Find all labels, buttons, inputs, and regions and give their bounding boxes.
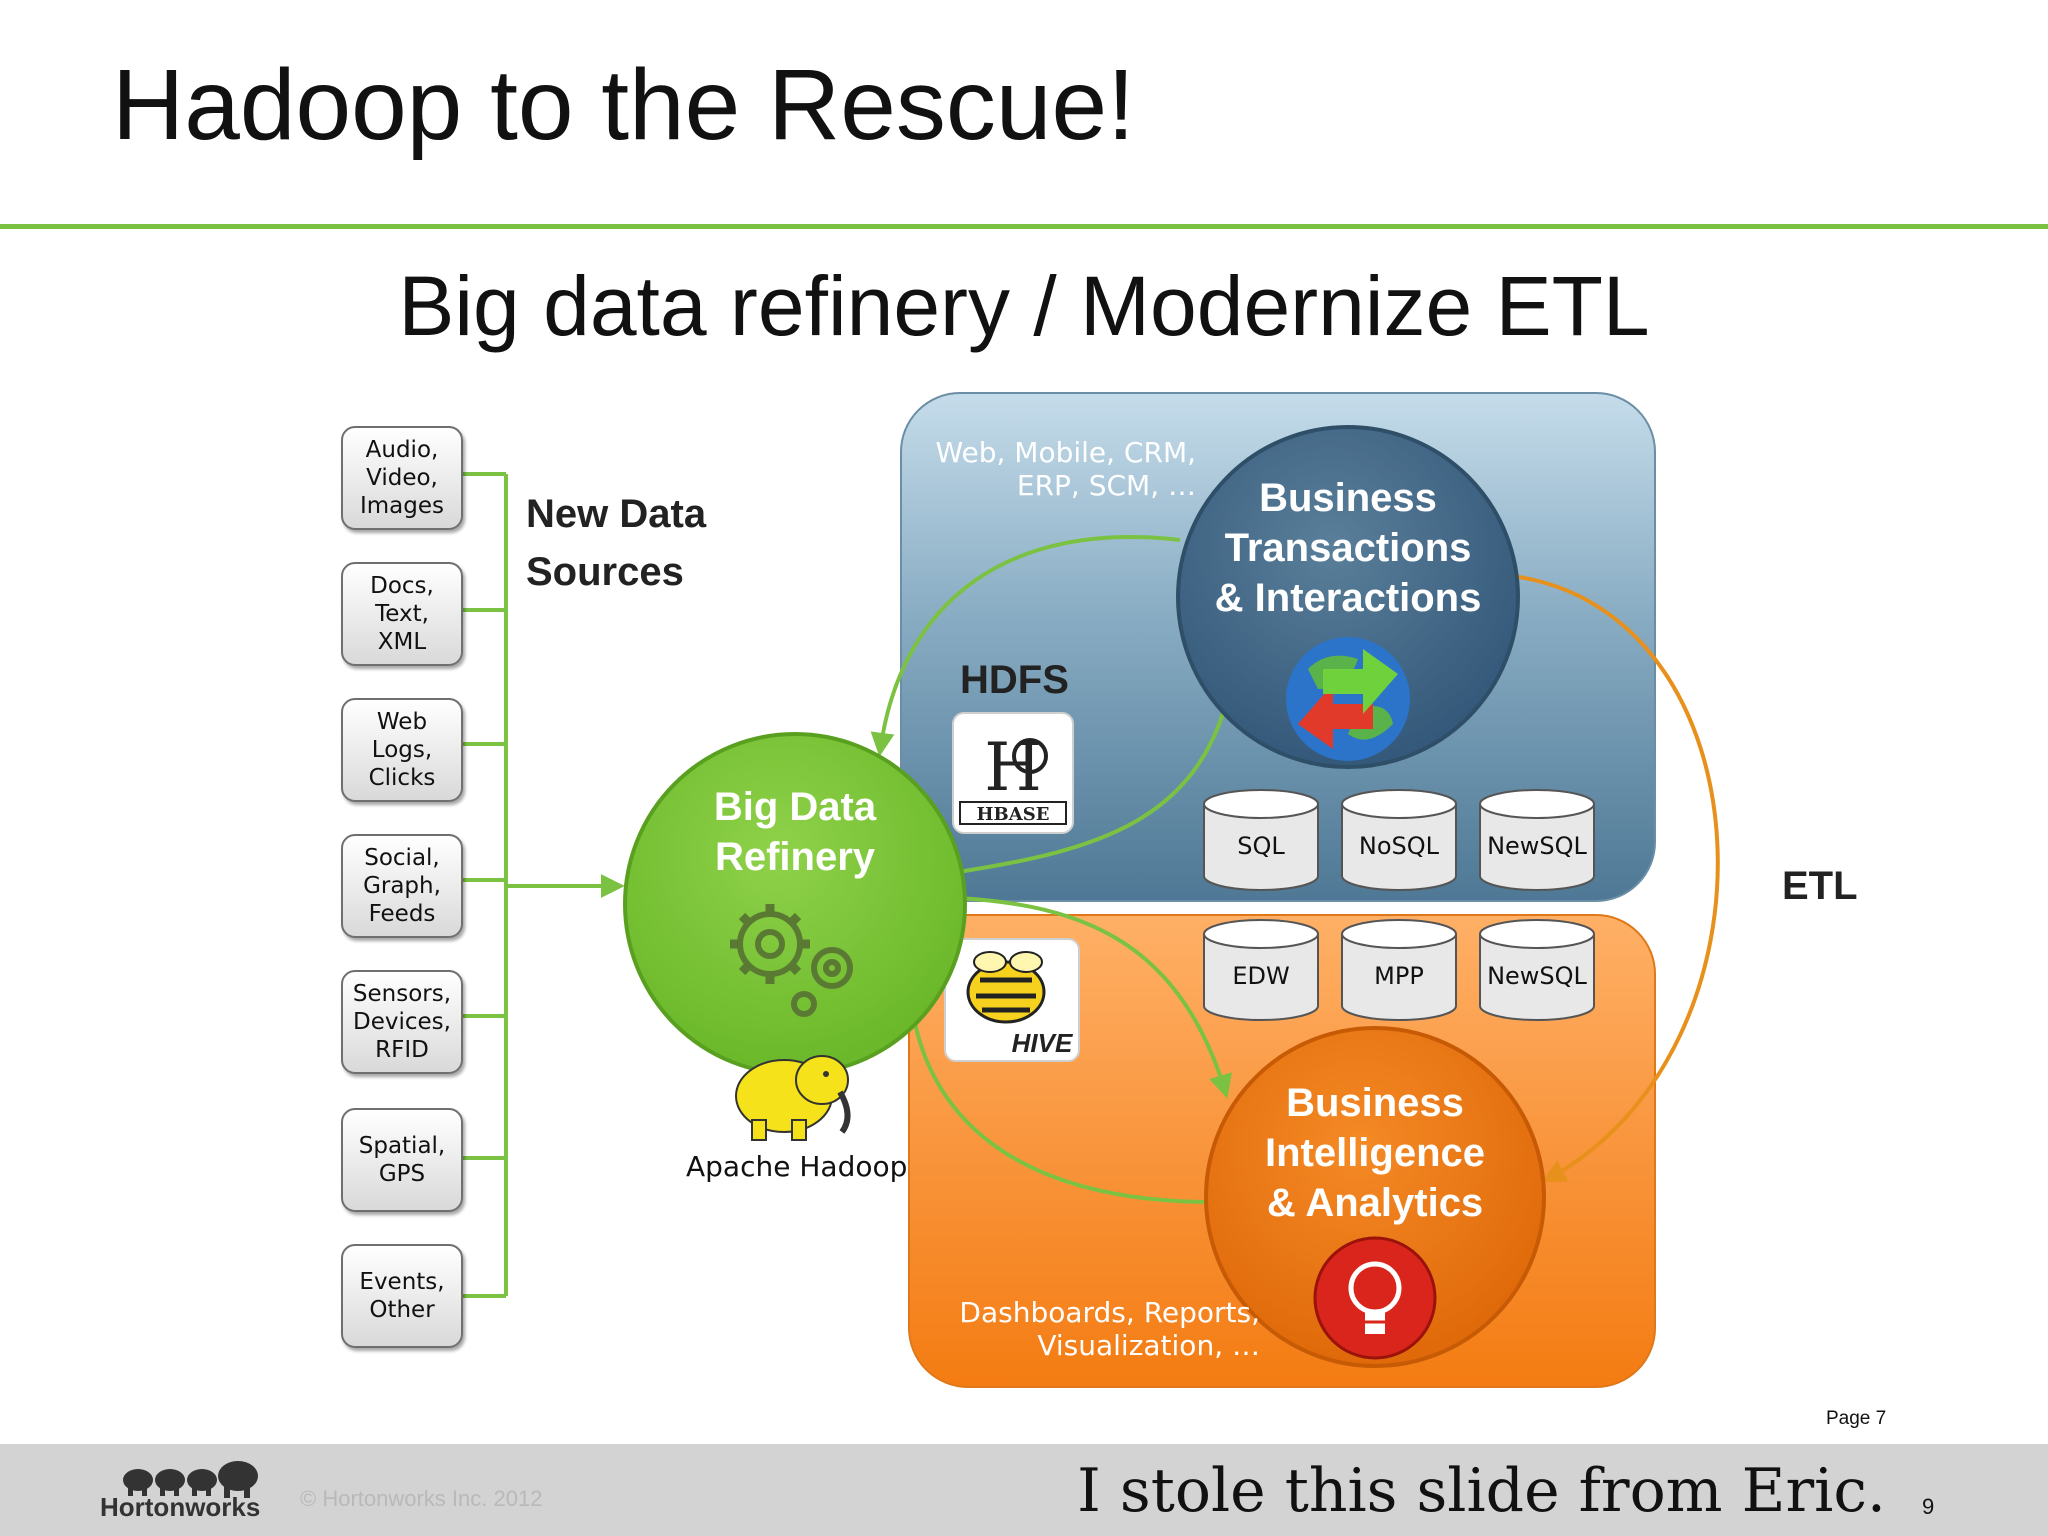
db-mpp: MPP	[1340, 918, 1458, 1022]
hbase-logo-text: HBASE	[977, 804, 1050, 825]
db-newsql-transactions: NewSQL	[1478, 788, 1596, 892]
slide-title: Hadoop to the Rescue!	[112, 49, 1135, 161]
big-data-refinery-circle: Big Data Refinery	[623, 732, 967, 1076]
hive-logo: HIVE	[944, 938, 1080, 1062]
hortonworks-brand: Hortonworks	[100, 1492, 261, 1522]
etl-label: ETL	[1782, 864, 1858, 908]
refinery-title-line2: Refinery	[714, 835, 876, 879]
slide-number: 9	[1922, 1494, 1935, 1519]
sources-bracket	[460, 472, 508, 1298]
business-transactions-circle: Business Transactions & Interactions	[1176, 425, 1520, 769]
hortonworks-elephants-logo	[123, 1461, 258, 1498]
analytics-to-refinery-arrow	[899, 983, 1207, 1204]
gears-icon	[730, 904, 853, 1017]
apache-hadoop-label: Apache Hadoop	[686, 1150, 908, 1183]
footer-caption: I stole this slide from Eric.	[1077, 1456, 1886, 1526]
hadoop-elephant-icon	[735, 1055, 851, 1141]
hive-logo-text: HIVE	[1012, 1028, 1073, 1058]
hbase-logo-icon: H HBASE	[959, 729, 1067, 825]
analytics-title-line1: Business	[1286, 1081, 1464, 1125]
hbase-logo: H HBASE	[952, 712, 1074, 834]
hive-bee-icon: HIVE	[966, 951, 1073, 1058]
refinery-to-transactions-arrow	[957, 683, 1238, 874]
db-sql: SQL	[1202, 788, 1320, 892]
transactions-title-line1: Business	[1259, 476, 1437, 520]
source-web-logs-clicks: Web Logs, Clicks	[341, 698, 463, 802]
db-nosql: NoSQL	[1340, 788, 1458, 892]
db-newsql-transactions-label: NewSQL	[1487, 832, 1587, 860]
analytics-title-line3: & Analytics	[1266, 1181, 1484, 1225]
refinery-title-line1: Big Data	[713, 785, 877, 829]
new-data-sources-heading-line2: Sources	[526, 550, 684, 594]
db-sql-label: SQL	[1237, 832, 1285, 860]
db-newsql-analytics-label: NewSQL	[1487, 962, 1587, 990]
new-data-sources-heading-line1: New Data	[526, 492, 707, 536]
analytics-apps-text: Dashboards, Reports, Visualization, …	[959, 1296, 1260, 1362]
transactions-title-line3: & Interactions	[1214, 576, 1482, 620]
copyright-text: © Hortonworks Inc. 2012	[300, 1486, 543, 1511]
hdfs-label: HDFS	[960, 658, 1069, 702]
source-social-graph-feeds: Social, Graph, Feeds	[341, 834, 463, 938]
lightbulb-icon	[1313, 1236, 1437, 1360]
business-intelligence-circle: Business Intelligence & Analytics	[1204, 1026, 1546, 1368]
title-divider	[0, 224, 2048, 229]
db-nosql-label: NoSQL	[1358, 832, 1440, 860]
analytics-title-line2: Intelligence	[1264, 1131, 1486, 1175]
source-spatial-gps: Spatial, GPS	[341, 1108, 463, 1212]
source-docs-text-xml: Docs, Text, XML	[341, 562, 463, 666]
etl-arrow	[1511, 574, 1720, 1183]
transactions-apps-text: Web, Mobile, CRM, ERP, SCM, …	[935, 436, 1196, 502]
page-label: Page 7	[1826, 1408, 1887, 1429]
db-edw-label: EDW	[1232, 962, 1290, 990]
globe-arrows-icon	[1286, 637, 1410, 761]
refinery-to-analytics-arrow	[957, 896, 1232, 1099]
footer-bar	[0, 1444, 2048, 1536]
db-newsql-analytics: NewSQL	[1478, 918, 1596, 1022]
db-mpp-label: MPP	[1374, 962, 1424, 990]
slide-subtitle: Big data refinery / Modernize ETL	[398, 259, 1650, 353]
transactions-title-line2: Transactions	[1224, 526, 1472, 570]
source-events-other: Events, Other	[341, 1244, 463, 1348]
source-audio-video-images: Audio, Video, Images	[341, 426, 463, 530]
transactions-to-refinery-arrow	[870, 535, 1181, 757]
db-edw: EDW	[1202, 918, 1320, 1022]
source-sensors-devices-rfid: Sensors, Devices, RFID	[341, 970, 463, 1074]
